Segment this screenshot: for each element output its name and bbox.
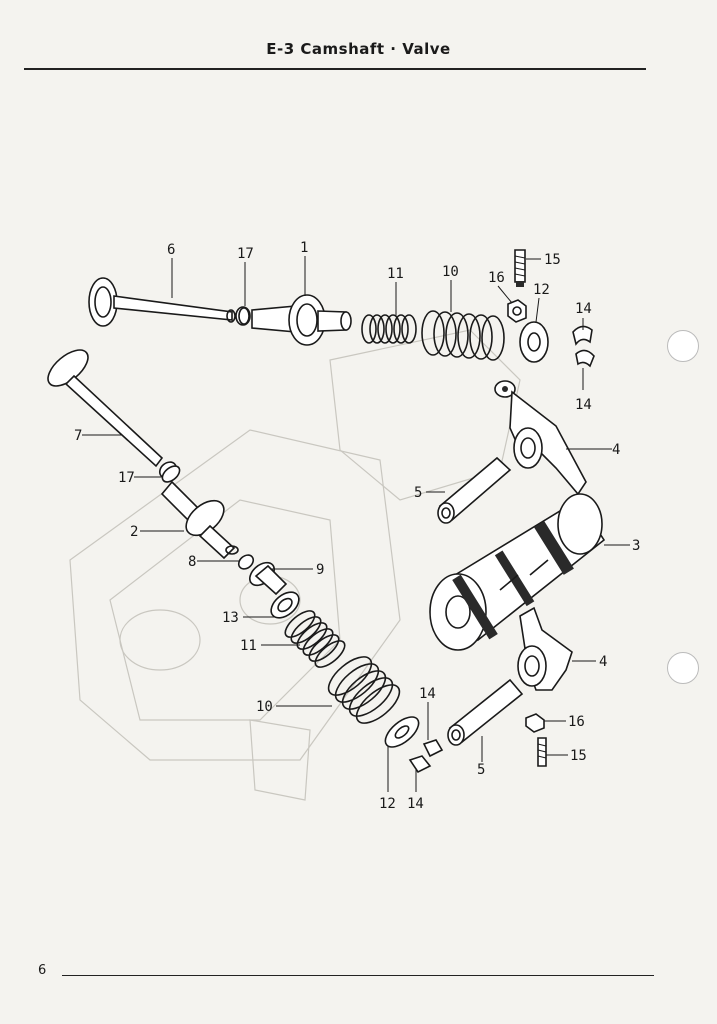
callout-17-upper: 17 — [237, 246, 254, 262]
callout-5-lower: 5 — [477, 762, 485, 778]
tappet-lock-nut-upper — [507, 299, 527, 323]
binder-hole-top — [667, 330, 699, 362]
valve-guide-o-ring-upper — [238, 307, 250, 325]
callout-7: 7 — [74, 428, 82, 444]
callout-3: 3 — [632, 538, 640, 554]
callout-12-upper: 12 — [533, 282, 550, 298]
spring-seat — [249, 561, 288, 596]
callout-12-lower: 12 — [379, 796, 396, 812]
rocker-arm-lower — [517, 606, 573, 691]
binder-hole-bottom — [667, 652, 699, 684]
callout-16-lower: 16 — [568, 714, 585, 730]
callout-10-upper: 10 — [442, 264, 459, 280]
valve-exhaust — [88, 277, 251, 327]
footer-rule — [62, 975, 654, 976]
header-rule — [24, 68, 646, 70]
callout-14-lower-a: 14 — [419, 686, 436, 702]
callout-16-upper: 16 — [488, 270, 505, 286]
tappet-lock-nut-lower — [525, 713, 545, 733]
valve-cotter-lower — [408, 739, 444, 774]
tappet-adjusting-screw-lower — [537, 737, 547, 767]
valve-spring-inner-lower — [284, 610, 346, 668]
valve-guide-lower — [160, 480, 239, 560]
callout-5-upper: 5 — [414, 485, 422, 501]
callout-14-upper-a: 14 — [575, 301, 592, 317]
valve-spring-outer-upper — [421, 310, 505, 361]
page-number: 6 — [38, 963, 47, 978]
callout-17-lower: 17 — [118, 470, 135, 486]
valve-spring-retainer-lower — [384, 716, 420, 748]
callout-15-lower: 15 — [570, 748, 587, 764]
leader-lines — [82, 256, 630, 792]
rocker-arm-shaft-upper — [437, 456, 512, 524]
callout-4-lower: 4 — [599, 654, 607, 670]
callout-numbers: 6 17 1 11 10 15 16 12 14 14 4 7 17 5 3 2… — [74, 240, 640, 812]
callout-13: 13 — [222, 610, 239, 626]
valve-intake — [47, 349, 178, 479]
valve-guide-o-ring-lower — [161, 465, 181, 483]
rocker-arm-upper — [494, 380, 587, 496]
page-title: E-3 Camshaft · Valve — [266, 40, 451, 58]
callout-11-upper: 11 — [387, 266, 404, 282]
callout-14-lower-b: 14 — [407, 796, 424, 812]
spring-washer — [270, 591, 300, 619]
callout-14-upper-b: 14 — [575, 397, 592, 413]
valve-guide-upper — [251, 294, 352, 346]
rocker-arm-shaft-lower — [447, 678, 524, 746]
valve-spring-retainer-upper — [519, 321, 549, 363]
callout-10-lower: 10 — [256, 699, 273, 715]
camshaft — [429, 493, 606, 651]
callout-15-upper: 15 — [544, 252, 561, 268]
valve-spring-inner-upper — [361, 314, 417, 344]
valve-cotter-upper — [572, 325, 595, 368]
valve-spring-outer-lower — [327, 656, 401, 724]
callout-4-upper: 4 — [612, 442, 620, 458]
tappet-adjusting-screw-upper — [514, 249, 526, 287]
callout-1: 1 — [300, 240, 308, 256]
callout-2: 2 — [130, 524, 138, 540]
valve-stem-seal — [237, 554, 255, 570]
callout-8: 8 — [188, 554, 196, 570]
callout-11-lower: 11 — [240, 638, 257, 654]
callout-9: 9 — [316, 562, 324, 578]
callout-6: 6 — [167, 242, 175, 258]
